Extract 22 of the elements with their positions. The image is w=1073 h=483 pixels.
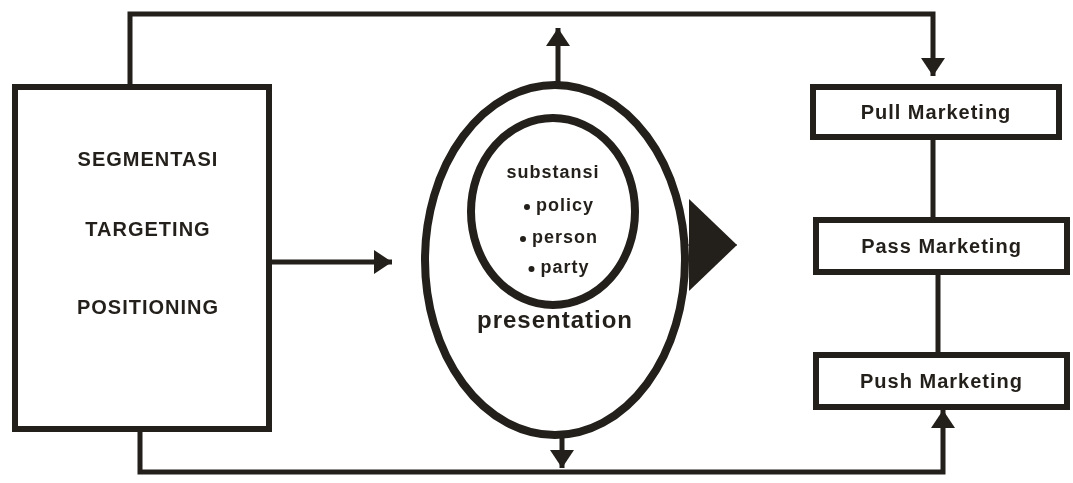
arrow <box>272 250 392 274</box>
label-text: presentation <box>477 305 633 334</box>
node-label: Push Marketing <box>860 369 1023 393</box>
list-item: party <box>526 257 590 279</box>
arrow <box>127 11 945 84</box>
process-box <box>813 352 1070 410</box>
arrow <box>137 410 955 475</box>
connector-line <box>935 275 941 352</box>
arrow <box>550 438 574 468</box>
process-box <box>810 84 1062 140</box>
list-item: person <box>518 227 598 249</box>
node-label: Pass Marketing <box>861 234 1022 258</box>
list-item: policy <box>522 195 594 217</box>
connector-line <box>930 140 936 217</box>
node-label: Pull Marketing <box>860 100 1012 124</box>
node-label: POSITIONING <box>76 296 220 319</box>
node-label: SEGMENTASI <box>77 148 219 171</box>
process-box <box>12 84 272 432</box>
label-text: substansi <box>506 162 600 184</box>
node-label: TARGETING <box>85 218 211 241</box>
arrow <box>546 28 570 82</box>
process-box <box>813 217 1070 275</box>
